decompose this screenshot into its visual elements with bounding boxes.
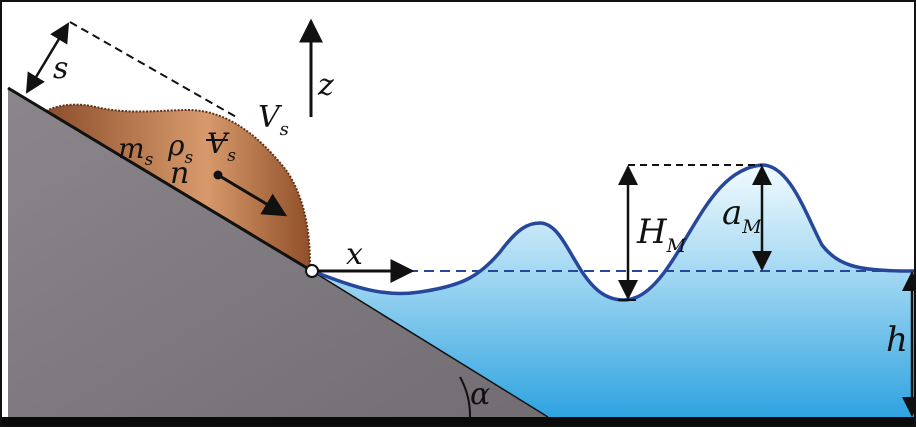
label-h: h [886, 320, 908, 360]
label-n: n [170, 156, 189, 191]
label-x: x [346, 237, 363, 272]
label-alpha: α [470, 377, 490, 412]
wave-profile [311, 163, 916, 302]
label-s: s [53, 51, 68, 86]
label-wave-amplitude: aM [722, 193, 762, 238]
slide-thickness-dashed-line [69, 21, 239, 119]
slope-angle-arc [459, 376, 472, 418]
slide-thickness-arrow [25, 22, 70, 94]
label-slide-mass: ms [118, 132, 154, 170]
slope-line [7, 86, 313, 273]
origin-marker [305, 264, 319, 278]
label-slide-volume: Vs [206, 127, 236, 166]
label-slide-volume-outer: Vs [258, 100, 289, 140]
label-slide-density: ρs [167, 129, 193, 168]
svg-text:Vs: Vs [207, 127, 236, 166]
label-wave-height: HM [636, 212, 687, 257]
ground-band [0, 417, 916, 427]
submerged-slope-line [311, 270, 549, 418]
slide-direction-arrow [217, 173, 288, 217]
label-z: z [317, 68, 334, 103]
